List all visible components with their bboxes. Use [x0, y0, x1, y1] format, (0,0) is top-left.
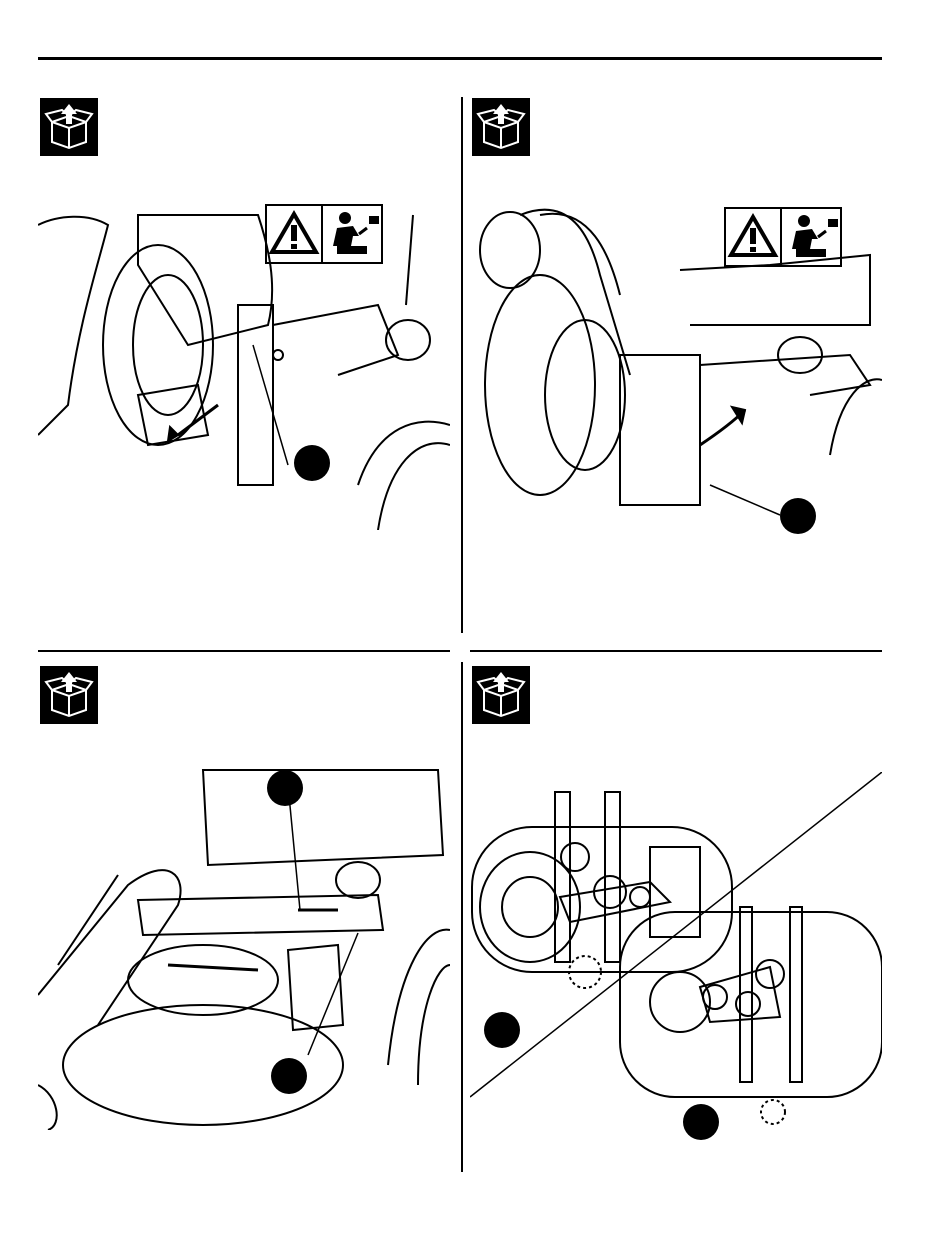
top-rule [38, 57, 882, 60]
callout-marker [294, 445, 330, 481]
mower-deck-raised-illustration [470, 195, 882, 550]
mower-deck-side-illustration [38, 765, 450, 1130]
callout-marker [267, 770, 303, 806]
column-divider-top [461, 97, 463, 633]
column-divider-bottom [461, 662, 463, 1172]
mower-deck-front-illustration [38, 205, 450, 530]
callout-marker [484, 1012, 520, 1048]
unpack-box-icon [472, 666, 530, 724]
callout-marker [780, 498, 816, 534]
panel-separator-left [38, 650, 450, 652]
unpack-box-icon [40, 98, 98, 156]
unpack-box-icon [472, 98, 530, 156]
deck-belt-routing-illustration [470, 772, 882, 1132]
callout-marker [683, 1104, 719, 1140]
panel-separator-right [470, 650, 882, 652]
unpack-box-icon [40, 666, 98, 724]
callout-marker [271, 1058, 307, 1094]
